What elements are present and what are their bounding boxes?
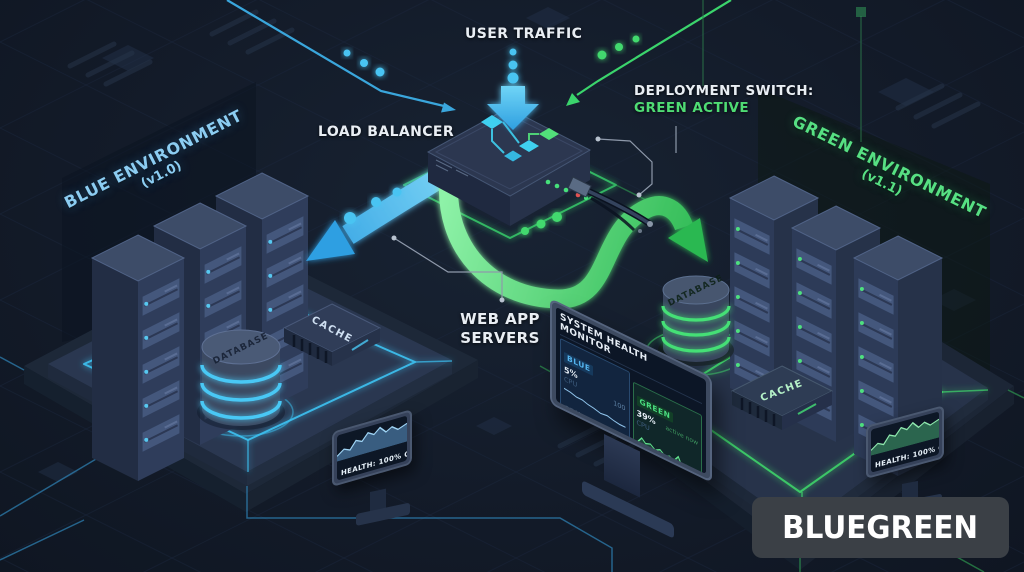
green-health-screen: HEALTH: 100% OK — [871, 411, 939, 473]
blue-metric-v2: 12% — [564, 421, 580, 438]
server-led — [797, 256, 802, 261]
blue-server-towers — [90, 172, 310, 481]
server-led — [268, 307, 273, 312]
lb-port-labels — [435, 159, 469, 177]
circuit-slat — [103, 59, 153, 87]
circuit-slat — [209, 9, 259, 37]
circuit-pad — [102, 45, 154, 71]
trail-dot — [632, 35, 640, 43]
trail-dot — [597, 50, 607, 60]
trail-dot — [392, 187, 402, 197]
server-led — [797, 324, 802, 329]
blue-database-cylinder — [197, 329, 285, 430]
bluegreen-badge: BLUEGREEN — [752, 497, 1009, 558]
circuit-pad — [38, 462, 78, 482]
server-led — [144, 437, 149, 442]
server-led — [735, 362, 740, 367]
callout-dots — [391, 136, 642, 303]
server-led — [735, 294, 740, 299]
server-led — [144, 301, 149, 306]
web-app-servers-line2: SERVERS — [460, 329, 540, 347]
server-led — [268, 273, 273, 278]
trail-dot — [343, 49, 351, 57]
green-health-chart — [871, 418, 939, 456]
server-led — [144, 403, 149, 408]
trail-dot — [615, 43, 623, 51]
lb-status-leds — [545, 179, 588, 200]
circuit-slat — [931, 101, 981, 129]
server-led — [859, 388, 864, 393]
circuit-slat — [575, 430, 625, 458]
user-traffic-label: USER TRAFFIC — [465, 26, 583, 42]
flow-trail-dots — [343, 35, 640, 235]
circuit-slat — [895, 83, 945, 111]
user-traffic-arrow — [487, 48, 539, 130]
server-led — [859, 320, 864, 325]
server-tower — [90, 234, 186, 481]
circuit-pad — [476, 417, 512, 435]
blue-health-chart — [337, 422, 407, 462]
server-led — [735, 226, 740, 231]
blue-health-screen: HEALTH: 100% OK — [337, 415, 407, 481]
callout-lines — [393, 126, 677, 300]
blue-health-monitor: HEALTH: 100% OK — [328, 408, 438, 538]
load-balancer-label: LOAD BALANCER — [318, 124, 455, 140]
green-database-cylinder — [658, 275, 734, 366]
blue-load-sparkline — [564, 387, 626, 428]
load-balancer-device — [426, 107, 653, 233]
server-led — [859, 422, 864, 427]
trail-dot — [344, 212, 356, 224]
server-led — [144, 335, 149, 340]
circuit-slat — [67, 41, 117, 69]
blue-cache-box — [282, 303, 382, 366]
deployment-state-label: GREEN ACTIVE — [634, 100, 749, 116]
server-led — [797, 358, 802, 363]
server-led — [144, 369, 149, 374]
trail-dot — [375, 67, 385, 77]
web-app-servers-label: WEB APP SERVERS — [460, 310, 540, 348]
thin-traffic-lines — [226, 0, 866, 142]
trail-dot — [371, 197, 381, 207]
server-led — [859, 286, 864, 291]
circuit-slat — [85, 50, 135, 78]
trail-dot — [360, 59, 368, 67]
server-led — [206, 303, 211, 308]
trail-dot — [521, 227, 529, 235]
server-led — [206, 269, 211, 274]
server-led — [859, 354, 864, 359]
server-led — [735, 260, 740, 265]
deployment-switch-label: DEPLOYMENT SWITCH: — [634, 83, 814, 99]
circuit-slat — [557, 421, 607, 449]
trail-dot — [536, 219, 546, 229]
lb-cable — [567, 176, 653, 233]
blue-metric-v1: 8% — [564, 412, 576, 427]
circuit-slat — [913, 92, 963, 120]
lb-flow-diagram — [481, 115, 559, 162]
server-led — [797, 290, 802, 295]
server-led — [735, 328, 740, 333]
web-app-servers-line1: WEB APP — [460, 310, 540, 328]
circuit-pad — [526, 7, 570, 29]
server-led — [268, 239, 273, 244]
green-routing-arrow — [439, 177, 708, 309]
bluegreen-badge-label: BLUEGREEN — [782, 509, 979, 546]
green-cache-box — [730, 365, 834, 430]
trail-dot — [552, 212, 562, 222]
green-health-monitor: HEALTH: 100% OK — [862, 398, 972, 528]
